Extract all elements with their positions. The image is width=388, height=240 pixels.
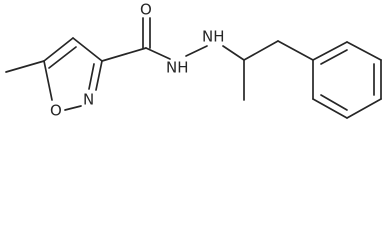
bond-c3-carbonyl [101, 47, 147, 62]
molecule-structure-diagram: O NH NH N O [5, 1, 382, 120]
atom-labels: O NH NH N O [50, 1, 225, 120]
bond-ph-c2-c3 [346, 41, 382, 61]
bond-c5-c4-double [48, 46, 77, 69]
atom-label-carbonyl-oxygen: O [140, 1, 152, 19]
bond-ph-c1-c2 [312, 41, 348, 61]
atom-label-hydrazide-nh-1: NH [166, 59, 189, 77]
bond-nh1-nh2 [185, 45, 208, 57]
atom-label-ring-nitrogen: N [83, 91, 94, 109]
bond-n2-o1 [64, 105, 82, 111]
bond-ph-c5-c6 [312, 98, 348, 119]
bond-c3-n2 [95, 60, 103, 91]
bond-ch2-phenyl [277, 40, 314, 61]
bond-ph-c4-c5 [346, 98, 382, 119]
bond-c4-c3 [72, 37, 103, 62]
bond-ph-double-a [320, 49, 348, 65]
bond-ph-double-c [320, 94, 348, 111]
bond-nh2-ch [222, 45, 245, 61]
bond-c5-c4 [43, 37, 74, 62]
bond-o1-c5 [43, 60, 53, 101]
bond-methyl-c5 [5, 60, 45, 73]
bond-c3-n2-double [88, 63, 95, 90]
atom-label-hydrazide-nh-2: NH [202, 28, 225, 46]
atom-label-ring-oxygen: O [50, 102, 62, 120]
bond-carbonyl-nh1 [145, 47, 171, 60]
bond-lines [5, 17, 382, 119]
bond-ch-ch2 [243, 40, 279, 61]
